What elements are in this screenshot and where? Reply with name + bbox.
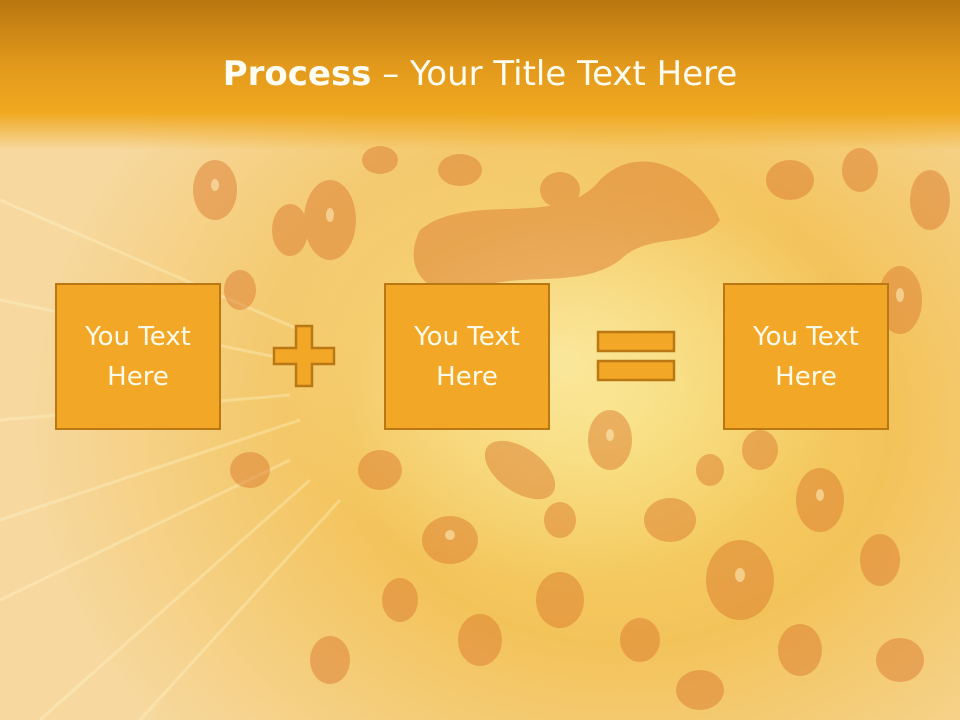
- process-box-3[interactable]: You Text Here: [723, 283, 889, 430]
- box-line-1: You Text: [753, 321, 859, 352]
- title-rest: – Your Title Text Here: [371, 54, 738, 94]
- box-line-2: Here: [107, 361, 169, 392]
- slide-title[interactable]: Process – Your Title Text Here: [0, 52, 960, 96]
- title-bar: [0, 0, 960, 150]
- box-line-1: You Text: [85, 321, 191, 352]
- box-line-2: Here: [436, 361, 498, 392]
- plus-icon: [272, 324, 336, 388]
- process-box-text: You Text Here: [741, 317, 871, 397]
- title-bold: Process: [222, 54, 372, 94]
- box-line-1: You Text: [414, 321, 520, 352]
- process-box-text: You Text Here: [73, 317, 203, 397]
- box-line-2: Here: [775, 361, 837, 392]
- process-box-1[interactable]: You Text Here: [55, 283, 221, 430]
- process-box-text: You Text Here: [402, 317, 532, 397]
- equals-icon: [596, 330, 676, 382]
- process-box-2[interactable]: You Text Here: [384, 283, 550, 430]
